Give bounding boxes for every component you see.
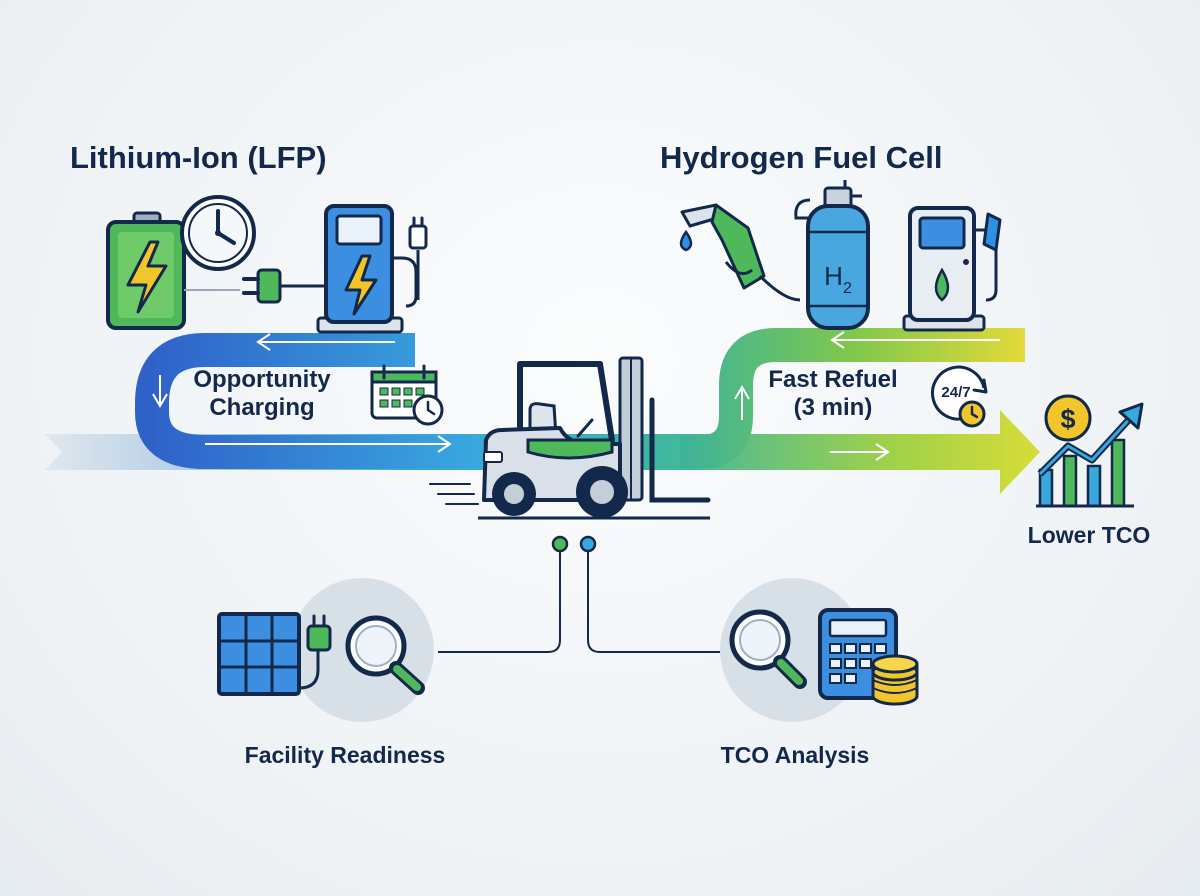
- opportunity-charging-label: Opportunity Charging: [176, 366, 348, 422]
- tco-magnifier-icon: [729, 609, 807, 689]
- fuel-nozzle-icon: [680, 203, 801, 302]
- connector-line-right: [587, 551, 720, 653]
- dollar-coin-icon: $: [1044, 394, 1092, 442]
- lithium-ion-title: Lithium-Ion (LFP): [70, 140, 327, 175]
- 24-7-label: 24/7: [941, 384, 970, 401]
- facility-plug-icon: [306, 614, 332, 652]
- h2-label: H2: [824, 261, 852, 297]
- fast-refuel-label: Fast Refuel (3 min): [752, 366, 914, 422]
- left-charging-loop: [135, 333, 480, 469]
- calendar-icon: [370, 364, 444, 426]
- battery-icon: [106, 211, 186, 330]
- droplet-icon: [679, 229, 693, 252]
- coin-stack-icon: [871, 654, 919, 706]
- 24-7-clock-icon: 24/7: [931, 365, 988, 428]
- opportunity-charging-line1: Opportunity: [193, 366, 331, 393]
- connector-line-left: [438, 551, 561, 653]
- facility-readiness-label: Facility Readiness: [244, 742, 446, 768]
- connector-dot-left: [551, 535, 569, 553]
- clock-icon: [180, 195, 256, 271]
- hydrogen-title: Hydrogen Fuel Cell: [660, 140, 943, 175]
- facility-magnifier-icon: [345, 615, 425, 695]
- fast-refuel-line2: (3 min): [793, 394, 873, 421]
- growth-chart-icon: [1036, 402, 1144, 508]
- h2-dispenser-icon: [902, 206, 1002, 332]
- right-refuel-loop: [680, 328, 1025, 469]
- tco-analysis-label: TCO Analysis: [720, 742, 870, 768]
- dollar-sign: $: [1060, 404, 1075, 434]
- forklift-icon: [429, 356, 711, 520]
- fast-refuel-line1: Fast Refuel: [768, 366, 898, 393]
- opportunity-charging-line2: Charging: [209, 394, 315, 421]
- charging-station-icon: [316, 204, 428, 334]
- hydrogen-tank-icon: H2: [794, 180, 870, 330]
- plug-icon: [242, 268, 330, 304]
- connector-dot-right: [579, 535, 597, 553]
- solar-panel-icon: [217, 612, 320, 696]
- lower-tco-label: Lower TCO: [1027, 522, 1151, 548]
